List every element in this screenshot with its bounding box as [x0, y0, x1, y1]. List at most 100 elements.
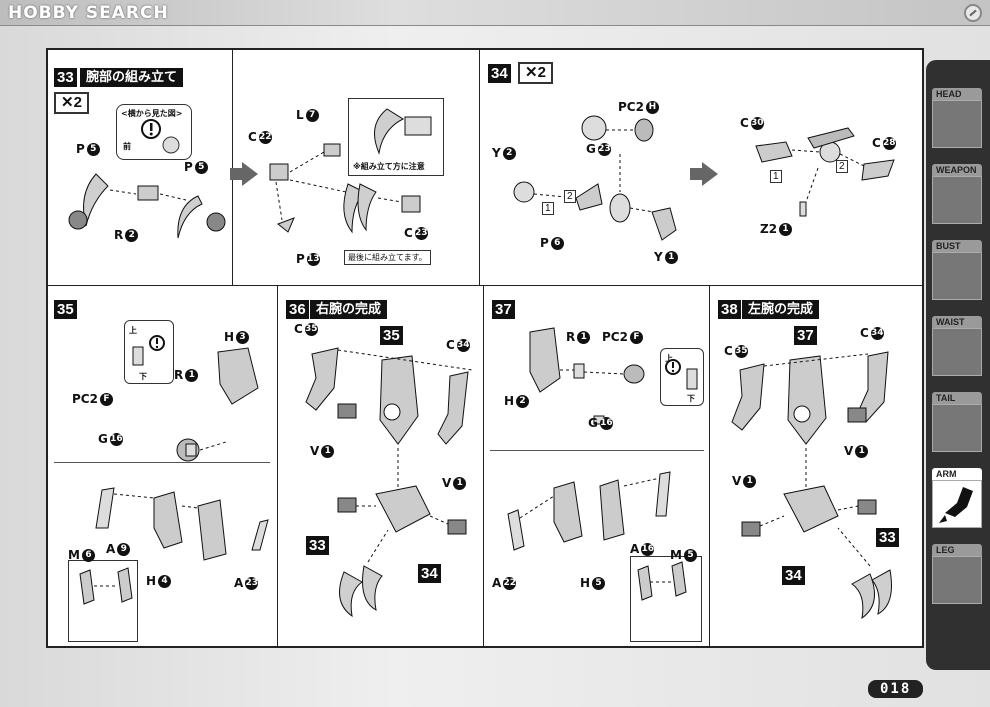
sidebar-tab-head[interactable]: HEAD: [932, 88, 990, 156]
up-label: 上: [129, 326, 137, 335]
front-label: 前: [123, 142, 131, 151]
divider: [490, 450, 704, 451]
part-letter: Y: [492, 146, 501, 160]
part-number: 1: [185, 369, 199, 382]
part-number: F: [629, 331, 643, 344]
part-letter: C: [740, 116, 749, 130]
step-number: 33: [54, 68, 77, 87]
weapon-icon: [932, 176, 982, 224]
page-number: 018: [868, 680, 924, 698]
part-letter: L: [296, 108, 304, 122]
part-number: 9: [117, 543, 131, 556]
part-letter: V: [732, 474, 742, 488]
step-title: 腕部の組み立て: [80, 68, 184, 87]
step-reference: 33: [306, 536, 329, 555]
part-letter: Z2: [760, 222, 778, 236]
part-letter: P: [296, 252, 305, 266]
part-number: 6: [550, 237, 564, 250]
tab-label: WEAPON: [932, 164, 982, 176]
orientation-callout: 上 下: [124, 320, 174, 384]
part-letter: H: [224, 330, 235, 344]
step-reference: 35: [380, 326, 403, 345]
sidebar-tab-arm[interactable]: ARM: [932, 468, 990, 536]
part-letter: G: [588, 416, 598, 430]
part-number: 2: [502, 147, 516, 160]
part-letter: A: [630, 542, 640, 556]
step-number: 36: [286, 300, 309, 319]
claw-parts: [68, 173, 226, 239]
sidebar-tab-bust[interactable]: BUST: [932, 240, 990, 308]
part-number: 34: [870, 327, 884, 340]
part-letter: M: [670, 548, 682, 562]
part-letter: P: [540, 236, 549, 250]
part-number: 4: [158, 575, 172, 588]
tail-icon: [932, 404, 982, 452]
sidebar-tab-waist[interactable]: WAIST: [932, 316, 990, 384]
left-arm-assembly: [731, 351, 892, 620]
detail-box: [68, 560, 138, 642]
part-letter: PC2: [618, 100, 644, 114]
sidebar-tab-tail[interactable]: TAIL: [932, 392, 990, 460]
tab-label: HEAD: [932, 88, 982, 100]
part-number: 1: [321, 445, 335, 458]
part-letter: H: [580, 576, 591, 590]
part-letter: G: [98, 432, 108, 446]
step-title: 左腕の完成: [742, 300, 820, 319]
waist-icon: [932, 328, 982, 376]
screw-icon: [964, 4, 982, 22]
top-band: HOBBY SEARCH: [0, 0, 990, 26]
part-number: 7: [305, 109, 319, 122]
detail-box: [630, 556, 702, 642]
arrow-right-icon: [230, 162, 258, 186]
final-assembly-note: 最後に組み立てます。: [344, 250, 431, 265]
upper-arm-halves: [79, 487, 269, 605]
part-number: 23: [414, 227, 428, 240]
part-number: 13: [306, 253, 320, 266]
warning-icon: [665, 359, 698, 390]
part-letter: M: [68, 548, 80, 562]
part-number: 1: [577, 331, 591, 344]
part-letter: V: [442, 476, 452, 490]
assembly-note: ※組み立て方に注意: [353, 162, 425, 171]
tab-label: TAIL: [932, 392, 982, 404]
upper-arm-halves: [507, 471, 687, 601]
part-number: 16: [109, 433, 123, 446]
part-letter: A: [492, 576, 502, 590]
claw-assembly: [269, 143, 421, 234]
part-number: 5: [194, 161, 208, 174]
leg-icon: [932, 556, 982, 604]
step-reference: 37: [794, 326, 817, 345]
part-number: 35: [304, 323, 318, 336]
sidebar-tab-leg[interactable]: LEG: [932, 544, 990, 612]
sidebar-tab-weapon[interactable]: WEAPON: [932, 164, 990, 232]
step-number: 38: [718, 300, 741, 319]
part-number: 5: [86, 143, 100, 156]
part-letter: Y: [654, 250, 663, 264]
part-letter: C: [248, 130, 257, 144]
part-number: 22: [258, 131, 272, 144]
part-letter: H: [504, 394, 515, 408]
